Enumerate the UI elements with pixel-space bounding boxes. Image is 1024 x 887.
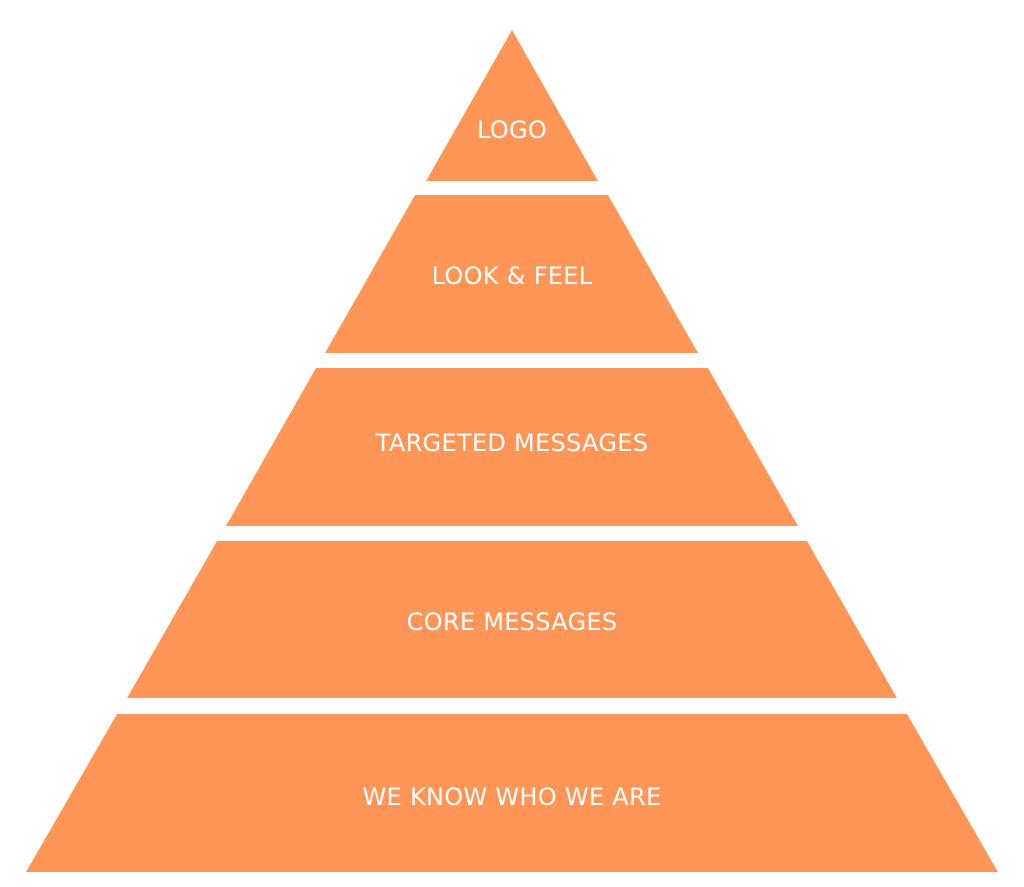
pyramid-tier-targeted-messages-shape	[226, 368, 798, 526]
pyramid-tier-we-know-who-we-are-shape	[26, 714, 998, 872]
pyramid-tier-look-and-feel: LOOK & FEEL	[325, 195, 698, 353]
pyramid-tier-logo-shape	[426, 30, 598, 181]
pyramid-tier-we-know-who-we-are-label: WE KNOW WHO WE ARE	[363, 783, 662, 811]
pyramid-tier-logo: LOGO	[426, 30, 598, 181]
pyramid-tier-look-and-feel-shape	[325, 195, 698, 353]
pyramid-tier-core-messages-shape	[127, 541, 897, 698]
pyramid-tier-logo-label: LOGO	[477, 116, 547, 144]
pyramid-tier-targeted-messages: TARGETED MESSAGES	[226, 368, 798, 526]
pyramid-tier-core-messages-label: CORE MESSAGES	[407, 608, 618, 636]
pyramid-tier-targeted-messages-label: TARGETED MESSAGES	[375, 429, 648, 457]
pyramid-tier-core-messages: CORE MESSAGES	[127, 541, 897, 698]
pyramid-tier-we-know-who-we-are: WE KNOW WHO WE ARE	[26, 714, 998, 872]
pyramid-tier-look-and-feel-label: LOOK & FEEL	[432, 262, 593, 290]
